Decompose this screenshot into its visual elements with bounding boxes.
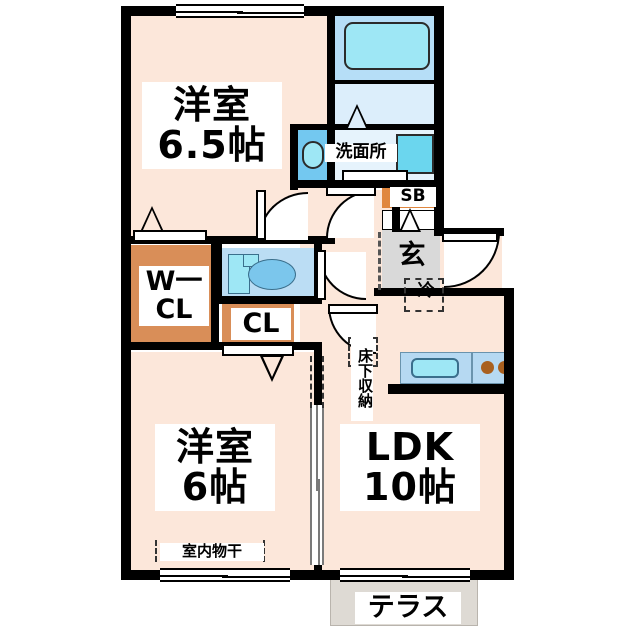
door-leaf-toilet[interactable]	[316, 250, 326, 300]
door-direction-genkan	[399, 208, 421, 232]
vanity-sink	[302, 141, 324, 169]
wall-right-ldk	[504, 288, 514, 580]
window-ldk-bottom[interactable]	[340, 568, 470, 582]
wall-washroom-left	[290, 124, 298, 190]
indoor-laundry-rail	[155, 540, 265, 562]
door-leaf-hallway-ldk[interactable]	[328, 304, 378, 314]
label-ldk-size: 10帖	[363, 464, 457, 509]
label-bedroom-upper-name: 洋室	[172, 83, 251, 127]
label-indoor-laundry: 室内物干	[160, 543, 264, 561]
door-bathroom-folding[interactable]	[342, 170, 408, 182]
window-bedroom-lower-bottom[interactable]	[160, 568, 290, 582]
kitchen-sink	[411, 358, 459, 378]
wall-kitchen-top	[466, 288, 514, 296]
window-bedroom-upper-top[interactable]	[176, 4, 304, 18]
door-leaf-bedroom-upper[interactable]	[256, 190, 266, 240]
label-bedroom-upper-size: 6.5帖	[157, 122, 267, 167]
label-underfloor-storage: 床下収納	[351, 335, 374, 421]
genkan-entrance-floor	[382, 230, 440, 292]
label-washroom: 洗面所	[325, 143, 397, 162]
toilet-bowl	[248, 259, 296, 290]
door-direction-wcl	[140, 206, 164, 232]
label-terrace: テラス	[355, 592, 461, 625]
wall-wcl-right	[211, 240, 219, 348]
washing-machine-pan	[396, 134, 434, 174]
label-walk-in-closet: W一 CL	[139, 266, 209, 327]
wall-hallway-right	[392, 188, 400, 232]
wall-bedroom-bath-divider	[327, 6, 335, 188]
wall-right-bath	[434, 6, 444, 194]
wall-kitchen-bottom	[396, 384, 514, 394]
wall-right-entrance	[434, 188, 444, 234]
door-cl[interactable]	[222, 344, 294, 356]
door-leaf-washroom[interactable]	[326, 186, 376, 196]
wall-toilet-bottom	[214, 296, 322, 304]
refrigerator-space	[404, 278, 444, 312]
wall-sb-top	[378, 182, 440, 188]
label-bedroom-lower-size: 6帖	[181, 464, 249, 509]
door-leaf-entrance[interactable]	[442, 232, 498, 242]
stove-burner-left	[481, 361, 494, 374]
label-refrigerator: 冷	[417, 281, 435, 301]
wall-washroom-bottom	[290, 180, 440, 188]
wall-hallway-right-lower	[374, 288, 386, 296]
sliding-door-track-upper	[310, 356, 324, 408]
label-ldk-name: LDK	[365, 425, 455, 469]
wall-kitchen-left-stub	[388, 384, 400, 394]
sliding-door-bedroom-ldk[interactable]	[310, 405, 324, 565]
bathtub-basin	[344, 22, 430, 70]
wall-bedroom-upper-bottom	[121, 236, 335, 244]
entrance-partition-dashed	[378, 232, 381, 290]
bathroom-divider	[334, 80, 440, 84]
wall-left-lower	[121, 244, 131, 580]
label-bedroom-lower-name: 洋室	[175, 425, 254, 469]
wall-left-upper	[121, 6, 131, 244]
door-direction-cl	[260, 356, 284, 382]
wall-wcl-bottom	[121, 342, 219, 350]
label-shoe-box: SB	[390, 187, 436, 207]
label-closet: CL	[231, 308, 291, 341]
door-wcl[interactable]	[133, 230, 207, 242]
door-direction-bathroom	[345, 104, 369, 130]
label-entrance: 玄	[398, 240, 426, 271]
